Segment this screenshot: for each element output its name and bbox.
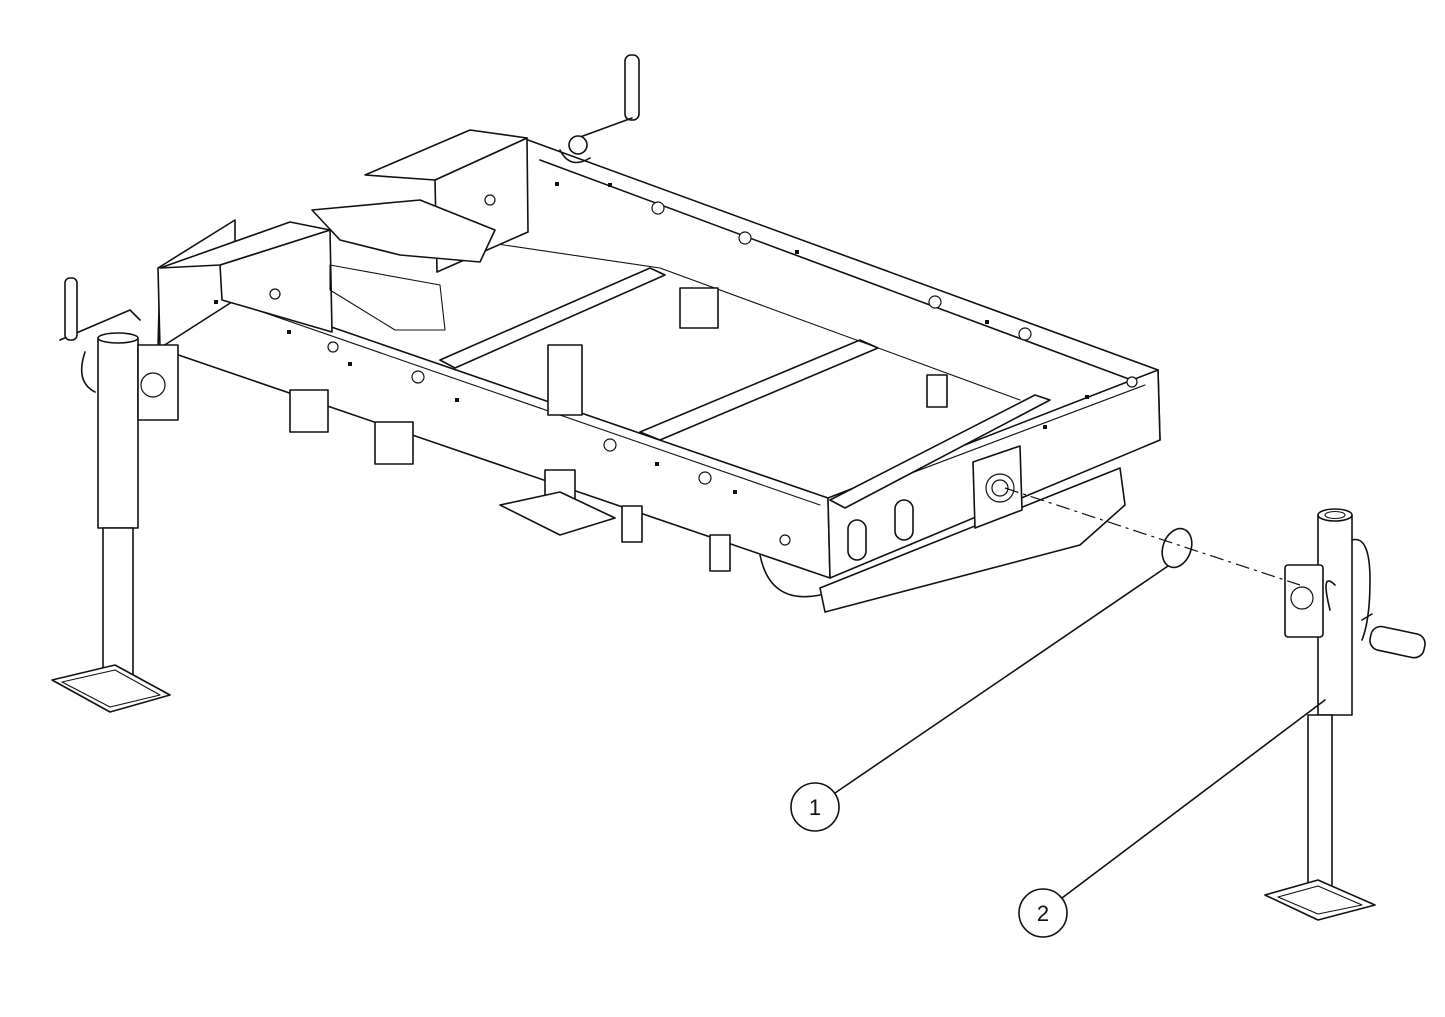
leader-line-2 [1061,699,1326,899]
part-2-jack-stand [1264,508,1426,921]
callout-label-1: 1 [809,795,821,820]
trailer-frame [157,129,1161,613]
callout-label-2: 2 [1037,901,1049,926]
callout-2: 2 [1018,699,1326,938]
callout-1: 1 [790,565,1169,832]
callout-bubble-2 [1018,888,1068,938]
assembly-centerline [1004,487,1301,586]
left-jack-stand [51,277,179,713]
rear-jack-crank [559,54,640,164]
part-1-ring [1161,527,1193,569]
rail-rivets [214,182,1089,494]
rail-holes [269,194,1138,546]
callout-bubble-1 [790,782,840,832]
leader-line-1 [834,565,1169,794]
